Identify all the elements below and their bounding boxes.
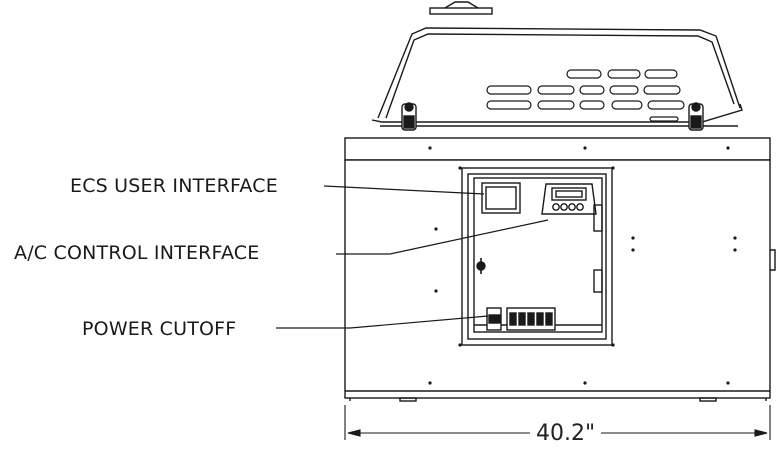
side-bracket	[593, 204, 603, 293]
power-cutoff-breakers	[486, 307, 556, 331]
right-latch	[688, 102, 704, 131]
ecs-user-interface-screen	[481, 182, 521, 214]
leader-lines	[276, 185, 549, 329]
selector-knob	[476, 258, 486, 274]
width-dimension-label: 40.2"	[530, 422, 602, 446]
leader-ecs	[323, 185, 485, 195]
ac-control-interface-label: A/C CONTROL INTERFACE	[14, 242, 260, 264]
ac-control-interface-device	[541, 183, 597, 215]
ecs-user-interface-label: ECS USER INTERFACE	[70, 175, 278, 197]
leader-power	[276, 315, 489, 329]
left-latch	[401, 102, 417, 131]
top-hood	[371, 1, 743, 127]
leader-ac	[336, 219, 549, 255]
power-cutoff-label: POWER CUTOFF	[82, 318, 237, 340]
